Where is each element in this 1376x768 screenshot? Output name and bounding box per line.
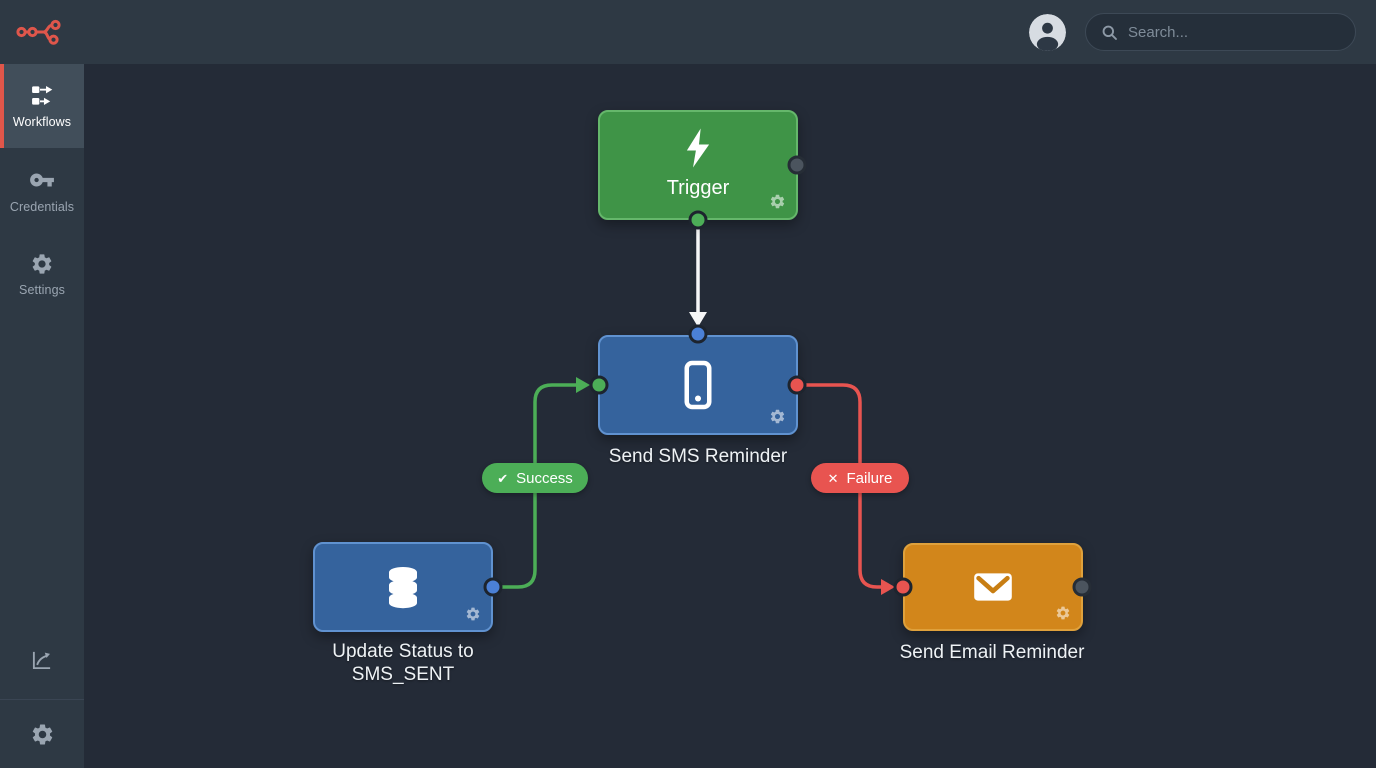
search-bar — [1085, 13, 1356, 51]
port-sms-output-right[interactable] — [787, 375, 807, 395]
edge-label-success: ✔ Success — [482, 463, 588, 493]
sidebar-analytics-button[interactable] — [0, 621, 84, 699]
search-icon — [1102, 25, 1117, 40]
port-sms-input-left[interactable] — [589, 375, 609, 395]
node-update-status[interactable] — [313, 542, 493, 632]
workflow-logo-icon — [16, 19, 61, 45]
node-send-email[interactable] — [903, 543, 1083, 631]
port-email-output-right[interactable] — [1072, 577, 1092, 597]
node-settings-gear-icon[interactable] — [1055, 605, 1071, 621]
envelope-icon — [974, 573, 1012, 601]
top-bar — [0, 0, 1376, 64]
sidebar: Workflows Credentials Settings — [0, 64, 84, 768]
gear-icon — [32, 253, 52, 274]
sidebar-item-workflows[interactable]: Workflows — [0, 64, 84, 148]
database-icon — [389, 567, 417, 609]
check-icon: ✔ — [497, 470, 509, 486]
gear-icon — [32, 724, 52, 744]
x-icon: ✕ — [827, 470, 839, 486]
sidebar-item-label: Settings — [19, 282, 65, 297]
workflow-icon — [31, 86, 52, 105]
connections-layer — [491, 228, 895, 595]
node-label-send-email: Send Email Reminder — [899, 642, 1085, 663]
sidebar-divider — [0, 699, 84, 700]
node-title: Trigger — [666, 177, 730, 199]
node-settings-gear-icon[interactable] — [769, 408, 786, 425]
node-settings-gear-icon[interactable] — [465, 606, 481, 622]
smartphone-icon — [684, 360, 712, 410]
search-input[interactable] — [1128, 23, 1341, 41]
node-trigger[interactable]: Trigger — [598, 110, 798, 220]
sidebar-item-label: Credentials — [9, 199, 75, 214]
port-update-output-right[interactable] — [483, 577, 503, 597]
key-icon — [30, 173, 54, 186]
arrowhead-down — [689, 312, 707, 327]
port-email-input-left[interactable] — [893, 577, 913, 597]
edge-label-text: Success — [516, 469, 573, 487]
node-send-sms[interactable] — [598, 335, 798, 435]
lightning-icon — [686, 128, 710, 168]
analytics-icon — [32, 651, 51, 670]
person-icon — [1036, 22, 1059, 51]
arrowhead-right-red — [881, 579, 895, 595]
port-trigger-output-right[interactable] — [787, 155, 807, 175]
node-settings-gear-icon[interactable] — [769, 193, 786, 210]
user-avatar[interactable] — [1029, 13, 1066, 51]
edge-label-text: Failure — [846, 469, 893, 487]
node-label-update-status: Update Status to SMS_SENT — [332, 641, 474, 686]
app-logo[interactable] — [16, 17, 70, 47]
node-label-send-sms: Send SMS Reminder — [608, 446, 788, 467]
ports-layer — [483, 155, 1092, 597]
sidebar-item-settings[interactable]: Settings — [0, 232, 84, 316]
sidebar-item-credentials[interactable]: Credentials — [0, 148, 84, 232]
edge-label-failure: ✕ Failure — [811, 463, 909, 493]
arrowhead-right-green — [576, 377, 590, 393]
sidebar-settings-button[interactable] — [0, 700, 84, 768]
workflow-canvas[interactable]: Trigger Send S — [84, 64, 1376, 768]
sidebar-item-label: Workflows — [12, 115, 72, 129]
port-trigger-output-bottom[interactable] — [688, 210, 708, 230]
port-sms-input-top[interactable] — [688, 324, 708, 344]
